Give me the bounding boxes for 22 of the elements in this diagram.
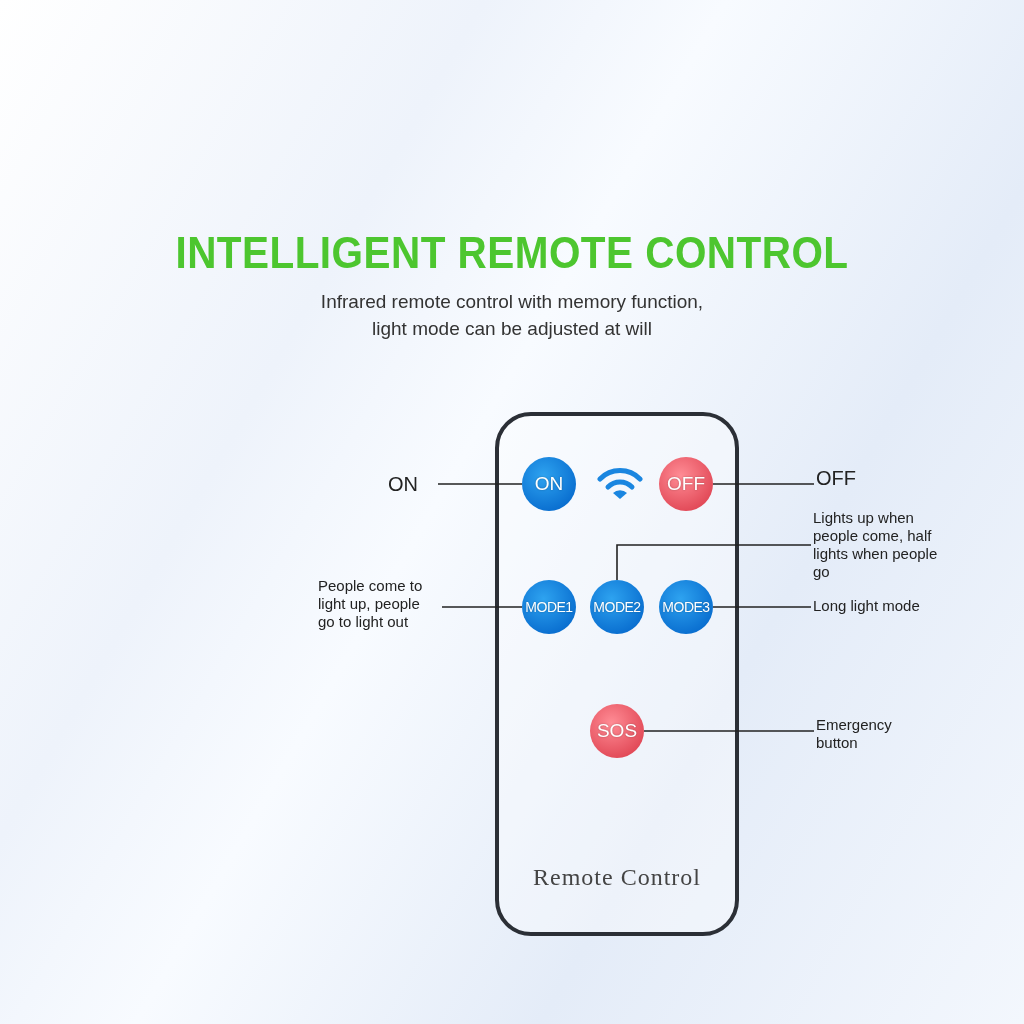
remote-button: ON <box>522 457 576 511</box>
callout-text: Emergency button <box>816 715 916 753</box>
leader-line <box>712 483 815 485</box>
leader-line <box>616 544 812 581</box>
leader-line <box>437 483 523 485</box>
callout-text: People come to light up, people go to light out <box>318 576 440 632</box>
callout-text: Long light mode <box>813 596 938 616</box>
callout-text: OFF <box>816 465 876 491</box>
remote-button: MODE2 <box>590 580 644 634</box>
leader-line <box>441 606 523 608</box>
remote-outline <box>495 412 739 936</box>
remote-label: Remote Control <box>532 864 702 891</box>
callout-text: ON <box>388 471 436 497</box>
remote-button: OFF <box>659 457 713 511</box>
remote-button: SOS <box>590 704 644 758</box>
heading: INTELLIGENT REMOTE CONTROL <box>174 228 850 278</box>
callout-text: Lights up when people come, half lights when people go <box>813 508 938 582</box>
remote-button: MODE1 <box>522 580 576 634</box>
remote-button: MODE3 <box>659 580 713 634</box>
leader-line <box>643 730 815 732</box>
subtitle: Infrared remote control with memory function, light mode can be adjusted at will <box>319 290 705 341</box>
leader-line <box>712 606 812 608</box>
